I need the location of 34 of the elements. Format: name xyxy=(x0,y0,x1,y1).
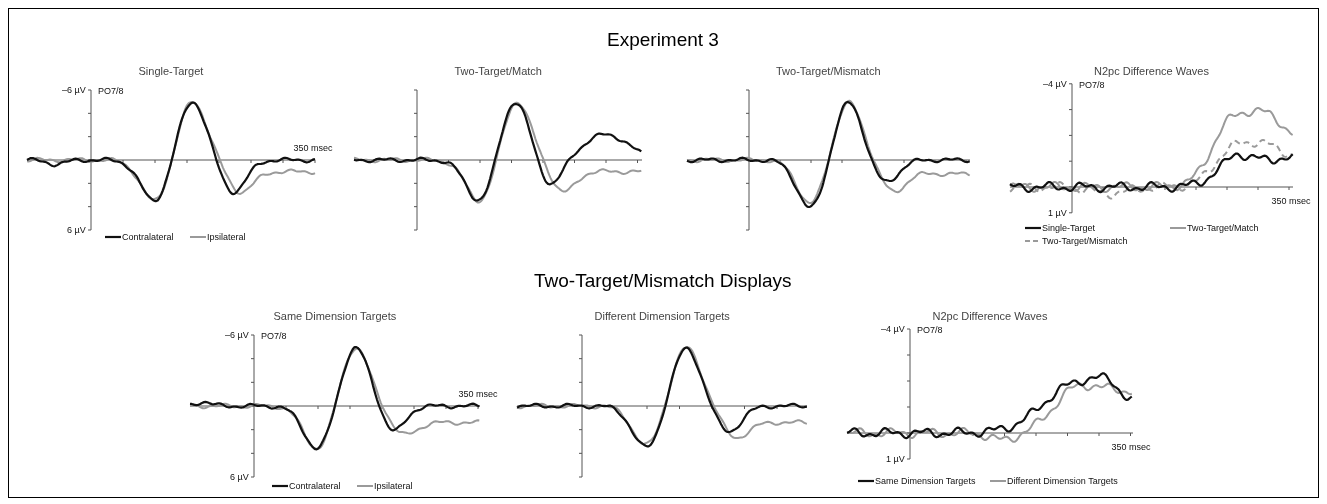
panel-title: Two-Target/Match xyxy=(454,65,542,77)
legend-label: Ipsilateral xyxy=(207,232,246,242)
panel-title: Two-Target/Mismatch xyxy=(776,65,881,77)
legend-label: Two-Target/Mismatch xyxy=(1042,236,1128,246)
legend-label: Ipsilateral xyxy=(374,481,413,491)
legend-label: Different Dimension Targets xyxy=(1007,476,1118,486)
channel-label: PO7/8 xyxy=(917,325,943,335)
figure-title: Experiment 3 xyxy=(607,29,719,51)
axis-tick-label: 1 µV xyxy=(1048,207,1067,218)
legend-label: Single-Target xyxy=(1042,223,1096,233)
panel-title: N2pc Difference Waves xyxy=(932,310,1048,322)
axis-tick-label: 6 µV xyxy=(230,472,249,482)
section-heading: Two-Target/Mismatch Displays xyxy=(534,270,792,292)
panel-title: Different Dimension Targets xyxy=(594,310,730,322)
axis-label: 350 msec xyxy=(1271,196,1311,206)
axis-tick-label: –6 µV xyxy=(225,330,249,340)
axis-tick-label: –4 µV xyxy=(1043,78,1067,89)
legend-label: Contralateral xyxy=(289,481,341,491)
legend-label: Two-Target/Match xyxy=(1187,223,1259,233)
legend-label: Same Dimension Targets xyxy=(875,476,976,486)
axis-label: 350 msec xyxy=(293,143,333,153)
panel-title: Single-Target xyxy=(138,65,204,77)
channel-label: PO7/8 xyxy=(1079,79,1105,90)
channel-label: PO7/8 xyxy=(261,331,287,341)
panel-title: N2pc Difference Waves xyxy=(1094,65,1209,77)
axis-label: 350 msec xyxy=(1111,442,1151,452)
axis-tick-label: 1 µV xyxy=(886,454,905,464)
axis-label: 350 msec xyxy=(458,389,498,399)
channel-label: PO7/8 xyxy=(98,86,124,96)
axis-tick-label: –6 µV xyxy=(62,85,86,95)
legend-label: Contralateral xyxy=(122,232,174,242)
axis-tick-label: –4 µV xyxy=(881,324,905,334)
panel-title: Same Dimension Targets xyxy=(273,310,397,322)
axis-tick-label: 6 µV xyxy=(67,225,86,235)
